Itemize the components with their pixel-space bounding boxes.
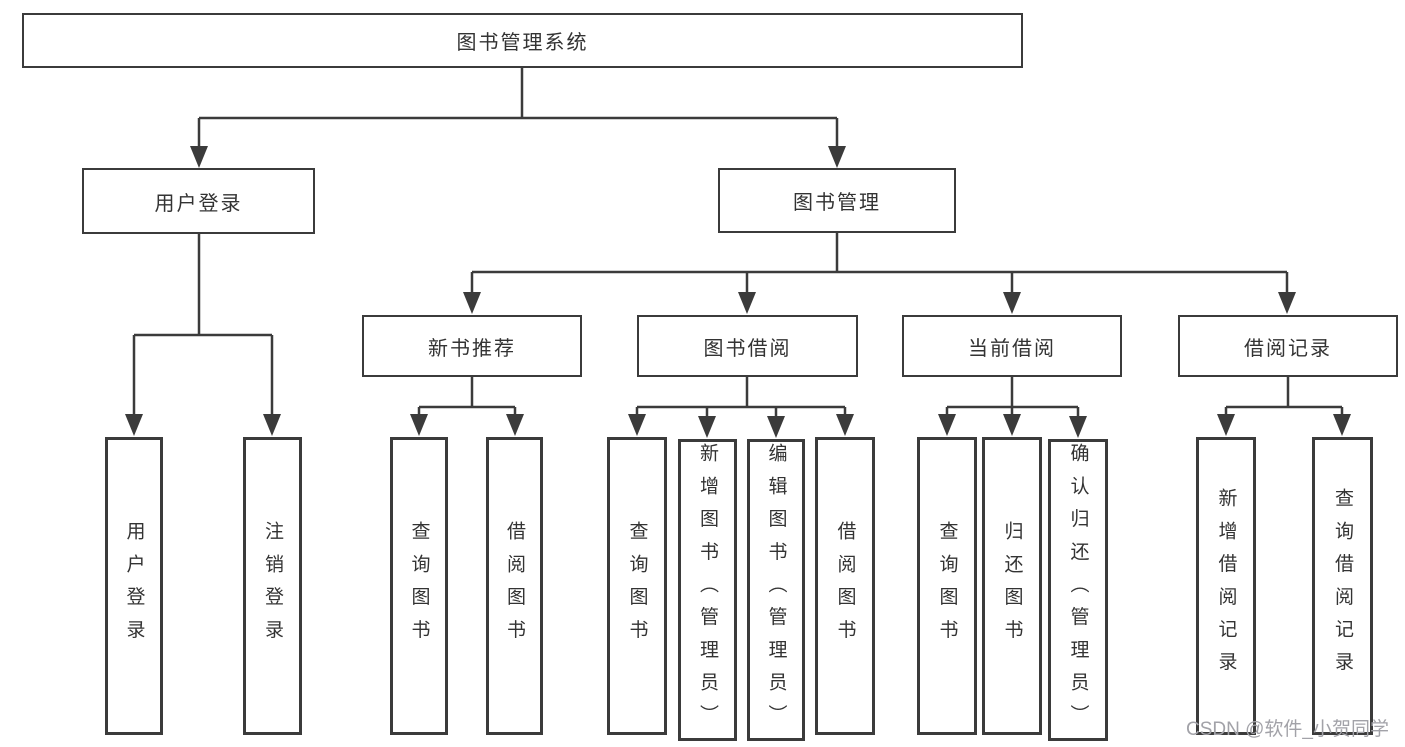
- leaf-borrowing-borrow-books: 借阅图书: [815, 437, 875, 735]
- leaf-borrowing-query-books: 查询图书: [607, 437, 667, 735]
- arrowhead: [463, 292, 481, 314]
- node-library-system-label: 图书管理系统: [456, 32, 589, 54]
- arrowhead: [938, 414, 956, 436]
- arrowhead: [1278, 292, 1296, 314]
- arrowhead: [410, 414, 428, 436]
- leaf-recommend-query-books: 查询图书: [390, 437, 448, 735]
- leaf-borrowing-query-books-label: 查询图书: [626, 520, 648, 652]
- arrowhead: [125, 414, 143, 436]
- leaf-return-books: 归还图书: [982, 437, 1042, 735]
- arrowhead: [1333, 414, 1351, 436]
- leaf-query-borrow-record: 查询借阅记录: [1312, 437, 1373, 735]
- leaf-add-book-admin-label: 新增图书（管理员）: [697, 442, 718, 738]
- leaf-add-book-admin: 新增图书（管理员）: [678, 439, 737, 741]
- leaf-borrowing-borrow-books-label: 借阅图书: [834, 520, 856, 652]
- node-book-management: 图书管理: [718, 168, 956, 233]
- arrowhead: [767, 416, 785, 438]
- arrowhead: [1069, 416, 1087, 438]
- node-user-login-branch-label: 用户登录: [154, 192, 243, 215]
- leaf-confirm-return-admin-label: 确认归还（管理员）: [1067, 442, 1089, 738]
- arrowhead: [1003, 414, 1021, 436]
- node-new-book-recommend-label: 新书推荐: [428, 337, 516, 360]
- leaf-return-books-label: 归还图书: [1001, 520, 1023, 652]
- leaf-recommend-query-books-label: 查询图书: [408, 520, 430, 652]
- arrowhead: [828, 146, 846, 168]
- leaf-logout-label: 注销登录: [262, 520, 283, 652]
- arrowhead: [836, 414, 854, 436]
- arrowheads: [125, 146, 1351, 438]
- node-new-book-recommend: 新书推荐: [362, 315, 582, 377]
- arrowhead: [506, 414, 524, 436]
- leaf-confirm-return-admin: 确认归还（管理员）: [1048, 439, 1108, 741]
- node-current-borrowing: 当前借阅: [902, 315, 1122, 377]
- arrowhead: [190, 146, 208, 168]
- leaf-current-query-books-label: 查询图书: [936, 520, 958, 652]
- leaf-user-login-label: 用户登录: [123, 520, 145, 652]
- leaf-add-borrow-record-label: 新增借阅记录: [1215, 487, 1237, 685]
- node-book-borrowing: 图书借阅: [637, 315, 858, 377]
- arrowhead: [698, 416, 716, 438]
- leaf-query-borrow-record-label: 查询借阅记录: [1332, 487, 1353, 685]
- node-borrowing-records: 借阅记录: [1178, 315, 1398, 377]
- leaf-recommend-borrow-books: 借阅图书: [486, 437, 543, 735]
- leaf-edit-book-admin: 编辑图书（管理员）: [747, 439, 805, 741]
- arrowhead: [1003, 292, 1021, 314]
- arrowhead: [1217, 414, 1235, 436]
- leaf-current-query-books: 查询图书: [917, 437, 977, 735]
- arrowhead: [628, 414, 646, 436]
- leaf-edit-book-admin-label: 编辑图书（管理员）: [765, 442, 787, 738]
- node-borrowing-records-label: 借阅记录: [1244, 337, 1332, 360]
- watermark: CSDN @软件_小贺同学: [1186, 719, 1389, 740]
- node-library-system: 图书管理系统: [22, 13, 1023, 68]
- leaf-user-login: 用户登录: [105, 437, 163, 735]
- arrowhead: [263, 414, 281, 436]
- node-current-borrowing-label: 当前借阅: [968, 337, 1056, 360]
- leaf-add-borrow-record: 新增借阅记录: [1196, 437, 1256, 735]
- leaf-logout: 注销登录: [243, 437, 302, 735]
- arrowhead: [738, 292, 756, 314]
- leaf-recommend-borrow-books-label: 借阅图书: [504, 520, 525, 652]
- node-book-borrowing-label: 图书借阅: [703, 337, 792, 360]
- node-user-login-branch: 用户登录: [82, 168, 315, 234]
- node-book-management-label: 图书管理: [793, 192, 881, 214]
